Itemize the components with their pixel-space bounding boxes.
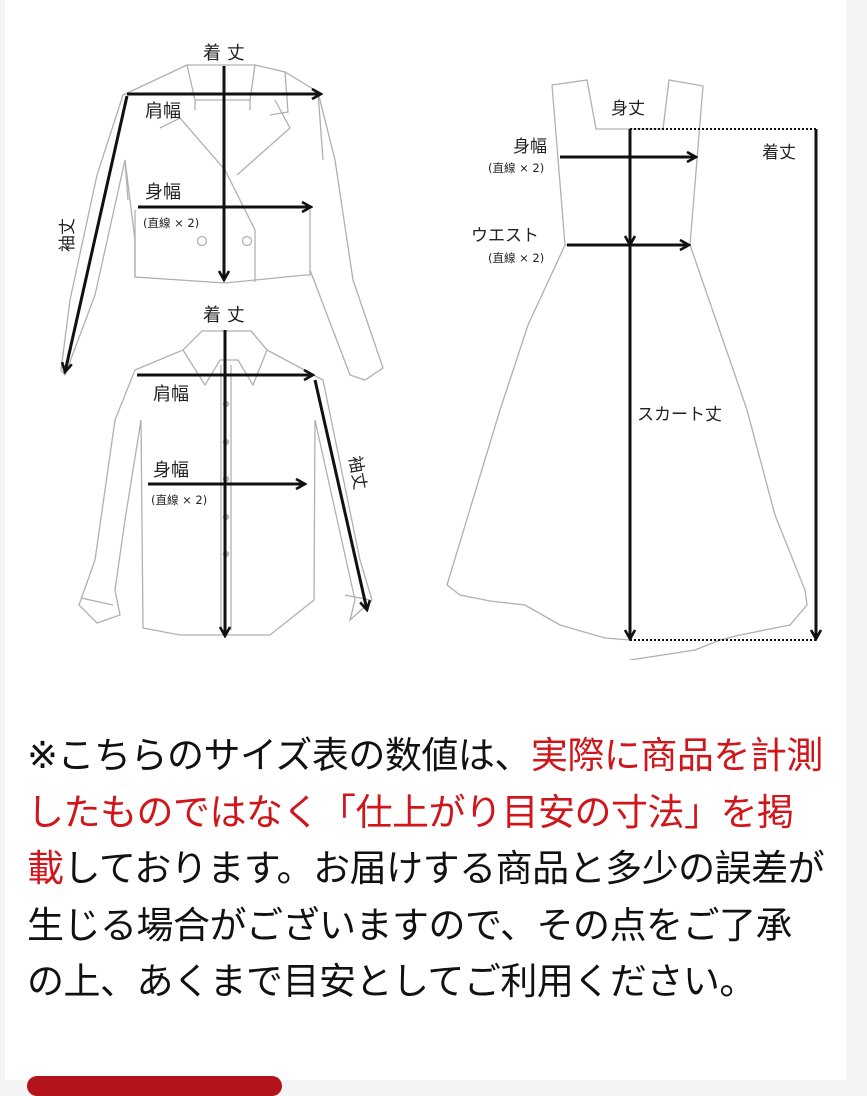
jacket-chest-note: (直線 × 2) (143, 216, 199, 230)
jacket-chest-label: 身幅 (145, 182, 181, 203)
dress-total-length-label: 着丈 (762, 143, 796, 163)
size-disclaimer-note: ※こちらのサイズ表の数値は、実際に商品を計測したものではなく「仕上がり目安の寸法… (27, 728, 827, 1011)
size-guide-page: 着 丈 肩幅 身幅 (直線 × 2) 袖丈 着 丈 肩幅 身幅 (直線 × 2)… (5, 0, 846, 1096)
dress-chest-label: 身幅 (513, 137, 547, 157)
jacket-length-label: 着 丈 (203, 43, 245, 64)
shirt-length-label: 着 丈 (203, 305, 245, 326)
shirt-sleeve-label: 袖丈 (344, 454, 370, 491)
jacket-arrows (65, 66, 321, 372)
shirt-arrows (137, 330, 367, 636)
dress-bodice-label: 身丈 (611, 99, 645, 119)
jacket-illustration (60, 64, 384, 381)
note-text-rest: しております。お届けする商品と多少の誤差が生じる場合がございますので、その点をご… (27, 847, 825, 1003)
note-text-emphasis: 実際に商品を計測したものではなく「仕上がり目安の寸法」を掲載 (27, 734, 823, 890)
dress-skirt-length-label: スカート丈 (637, 405, 722, 425)
note-text-intro: ※こちらのサイズ表の数値は、 (27, 734, 531, 777)
dress-arrows (560, 129, 816, 639)
dress-chest-note: (直線 × 2) (488, 161, 544, 175)
dress-waist-label: ウエスト (471, 226, 539, 246)
jacket-shoulder-label: 肩幅 (145, 101, 181, 122)
size-diagram: 着 丈 肩幅 身幅 (直線 × 2) 袖丈 着 丈 肩幅 身幅 (直線 × 2)… (58, 43, 867, 660)
dress-waist-note: (直線 × 2) (488, 251, 544, 265)
shirt-shoulder-label: 肩幅 (153, 384, 189, 405)
shirt-chest-note: (直線 × 2) (151, 493, 207, 507)
shirt-chest-label: 身幅 (153, 460, 189, 481)
jacket-sleeve-label: 袖丈 (58, 218, 78, 252)
dress-guides (630, 128, 816, 641)
action-button-partial[interactable] (27, 1076, 282, 1096)
